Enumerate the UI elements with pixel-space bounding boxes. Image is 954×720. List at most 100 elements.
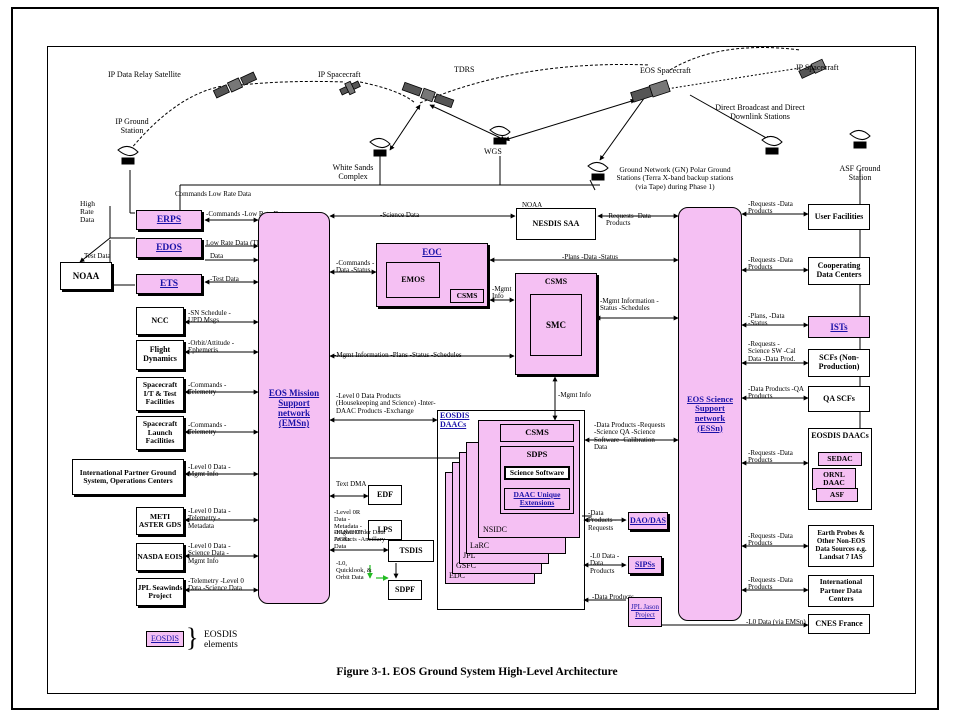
daac-csms-box: CSMS (500, 424, 574, 442)
legend-brace: } (186, 625, 198, 651)
noaa-box: NOAA (60, 262, 112, 290)
flow-data-products-req: -Data Products -Requests (588, 510, 628, 532)
dao-das-box[interactable]: DAO/DAS (628, 512, 668, 530)
erps-box[interactable]: ERPS (136, 210, 202, 230)
flow-orbit-attitude: -Orbit/Attitude -Ephemeris (188, 340, 244, 355)
daac-unique-extensions-box[interactable]: DAAC Unique Extensions (504, 488, 570, 510)
sips-box[interactable]: SIPSs (628, 556, 662, 574)
flow-ists: -Plans, -Data -Status (748, 313, 788, 328)
wgs-dish-icon (490, 126, 510, 144)
tdrs-satellite-icon (402, 81, 454, 108)
flow-probes-req: -Requests -Data Products (748, 533, 804, 548)
ip-ground-station-dish-icon (118, 146, 138, 164)
qa-scfs-box: QA SCFs (808, 386, 870, 412)
test-data-label: Test Data (84, 253, 111, 260)
direct-broadcast-dish-icon (762, 136, 782, 154)
flow-mgmt-info-long: -Mgmt Information -Plans -Status -Schedu… (334, 352, 462, 359)
sdpf-box: SDPF (388, 580, 422, 600)
ip-spacecraft-label: IP Spacecraft (318, 71, 361, 80)
jpl-jason-box[interactable]: JPL Jason Project (628, 597, 662, 627)
flow-level0-tlm-meta: -Level 0 Data -Telemetry -Metadata (188, 508, 238, 530)
edf-box: EDF (368, 485, 402, 505)
user-facilities-box: User Facilities (808, 204, 870, 230)
flow-test-data: -Test Data (210, 276, 239, 283)
white-sands-complex-label: White Sands Complex (332, 164, 374, 182)
white-sands-dish-icon (370, 138, 390, 156)
jpl-seawinds-box: JPL Seawinds Project (136, 578, 184, 606)
flow-commands-low-rate-top: Commands Low Rate Data (175, 191, 251, 198)
intl-partner-ground-box: International Partner Ground System, Ope… (72, 459, 184, 495)
flow-mgmt-info-down: -Mgmt Info (558, 392, 591, 399)
eos-spacecraft-icon (630, 80, 670, 103)
science-software-box: Science Software (504, 466, 570, 480)
wgs-label: WGS (484, 148, 502, 157)
ncc-box: NCC (136, 307, 184, 335)
legend-text: EOSDIS elements (204, 630, 244, 651)
asf-box: ASF (816, 488, 858, 502)
flow-level0-science-mgmt: -Level 0 Data -Science Data -Mgmt Info (188, 543, 244, 565)
flow-commands-telemetry-1: -Commands -Telemetry (188, 382, 238, 397)
flight-dynamics-box: Flight Dynamics (136, 340, 184, 370)
direct-broadcast-label: Direct Broadcast and Direct Downlink Sta… (712, 104, 808, 122)
flow-intl-req: -Requests -Data Products (748, 577, 804, 592)
flow-level0-mgmt: -Level 0 Data -Mgmt Info (188, 464, 238, 479)
ip-spacecraft-icon (338, 78, 361, 97)
emos-box: EMOS (386, 262, 440, 298)
meti-aster-box: METI ASTER GDS (136, 507, 184, 535)
asf-ground-station-dish-icon (850, 130, 870, 148)
flow-level0-products: -Level 0 Data Products (Housekeeping and… (336, 393, 436, 415)
eoc-title[interactable]: EOC (422, 247, 442, 257)
flow-daac-to-essn: -Data Products -Requests -Science QA -Sc… (594, 422, 666, 451)
ip-data-relay-satellite-icon (213, 71, 257, 99)
sdps-title: SDPS (527, 450, 548, 460)
flow-commands-data-status: -Commands -Data -Status (336, 260, 376, 275)
flow-nesdis-req: -Requests -Data Products (606, 213, 666, 228)
asf-ground-station-label: ASF Ground Station (836, 165, 884, 183)
edos-box[interactable]: EDOS (136, 238, 202, 258)
cnes-box: CNES France (808, 614, 870, 634)
flow-eosdis-req: -Requests -Data Products (748, 450, 804, 465)
scfs-box: SCFs (Non-Production) (808, 349, 870, 377)
emsn-bar[interactable]: EOS Mission Support network (EMSn) (258, 212, 330, 604)
ists-box[interactable]: ISTs (808, 316, 870, 338)
flow-cnes: -L0 Data (via EMSn) (746, 619, 806, 626)
spacecraft-it-box: Spacecraft I/T & Test Facilities (136, 377, 184, 411)
flow-mgmt-information: -Mgmt Information -Status -Schedules (600, 298, 668, 313)
ornl-box: ORNL DAAC (812, 468, 856, 490)
flow-commands-telemetry-2: -Commands -Telemetry (188, 422, 238, 437)
csms-eoc-box: CSMS (450, 289, 484, 303)
flow-science-data: -Science Data (380, 212, 419, 219)
nesdis-saa-box: NESDIS SAA (516, 208, 596, 240)
eos-spacecraft-label: EOS Spacecraft (640, 67, 691, 76)
eosdis-daacs-right-title: EOSDIS DAACs (811, 432, 869, 441)
ets-box[interactable]: ETS (136, 274, 202, 294)
polar-ground-station-dish-icon (588, 162, 608, 180)
flow-l0-quicklook: -L0, Quicklook, & Orbit Data (336, 561, 376, 581)
flow-l0-data-products: -L0 Data -Data Products (590, 553, 628, 575)
flow-data: Data (210, 253, 223, 260)
flow-mgmt-info-status: -Mgmt Info (492, 286, 514, 301)
ip-ground-station-label: IP Ground Station (110, 118, 154, 136)
figure-caption: Figure 3-1. EOS Ground System High-Level… (0, 666, 954, 678)
spacecraft-launch-box: Spacecraft Launch Facilities (136, 416, 184, 450)
flow-qa: -Data Products -QA Products (748, 386, 804, 401)
flow-higher-order: -Higher Order Data Products -Ancillary D… (334, 530, 388, 550)
flow-plans-data-status-top: -Plans -Data -Status (562, 254, 618, 261)
flow-seawinds: -Telemetry -Level 0 Data -Science Data (188, 578, 244, 593)
flow-coop-req: -Requests -Data Products (748, 257, 804, 272)
earth-probes-box: Earth Probes & Other Non-EOS Data Source… (808, 525, 874, 567)
high-rate-data-label: High Rate Data (80, 200, 108, 224)
flow-scfs: -Requests -Science SW -Cal Data -Data Pr… (748, 341, 796, 363)
smc-box: SMC (530, 294, 582, 356)
csms-title: CSMS (545, 278, 567, 287)
flow-user-req: -Requests -Data Products (748, 201, 804, 216)
tsdis-box: TSDIS (388, 540, 434, 562)
eosdis-daacs-title[interactable]: EOSDIS DAACs (440, 412, 480, 430)
essn-bar[interactable]: EOS Science Support network (ESSn) (678, 207, 742, 621)
ip-spacecraft-label-2: IP Spacecraft (796, 64, 839, 73)
legend-swatch[interactable]: EOSDIS (146, 631, 184, 647)
flow-sn-schedule: -SN Schedule -UPD Msgs (188, 310, 244, 325)
ground-network-label: Ground Network (GN) Polar Ground Station… (612, 166, 738, 191)
tdrs-label: TDRS (454, 66, 474, 75)
intl-data-centers-box: International Partner Data Centers (808, 575, 874, 607)
